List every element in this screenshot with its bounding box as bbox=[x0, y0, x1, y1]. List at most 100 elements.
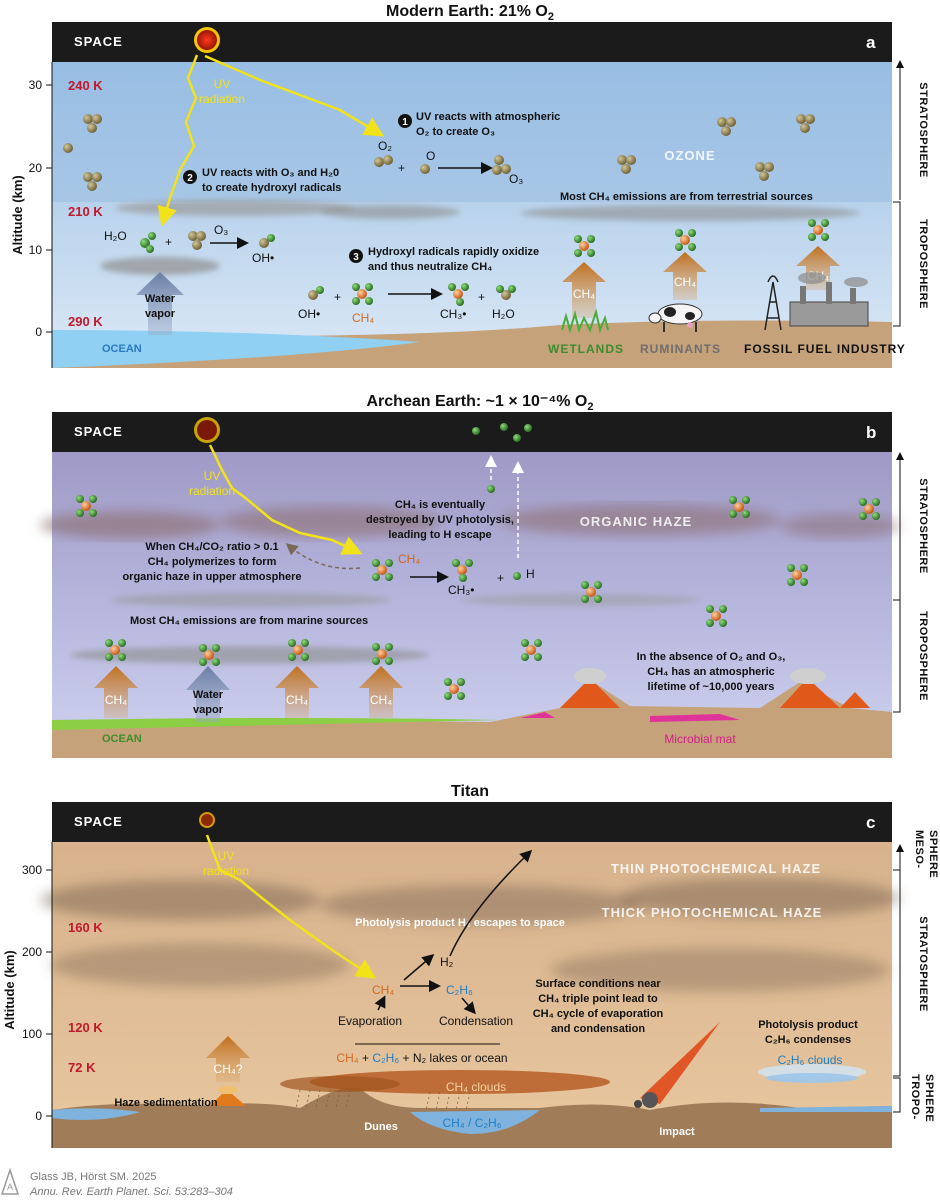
uv-ray bbox=[204, 54, 385, 137]
organic-haze-label: ORGANIC HAZE bbox=[580, 514, 692, 529]
temp-label: 160 K bbox=[68, 920, 103, 935]
svg-text:1: 1 bbox=[402, 117, 408, 128]
svg-text:3: 3 bbox=[353, 252, 359, 263]
thin-haze-label: THIN PHOTOCHEMICAL HAZE bbox=[611, 861, 821, 876]
panel-b-ocean-label: OCEAN bbox=[102, 733, 142, 745]
y-axis-title: Altitude (km) bbox=[10, 175, 25, 254]
panel-c-space-bar bbox=[52, 802, 892, 842]
annual-reviews-logo: A bbox=[0, 1167, 20, 1195]
uv-label: radiation bbox=[203, 864, 249, 878]
svg-text:2: 2 bbox=[187, 173, 193, 184]
tick-label: 20 bbox=[29, 161, 43, 175]
molecule-label: CH₄ bbox=[352, 311, 374, 325]
svg-text:STRATOSPHERE: STRATOSPHERE bbox=[917, 82, 929, 177]
panel-b: Archean Earth: ~1 × 10⁻⁴% O2 SPACE b ORG… bbox=[40, 393, 929, 758]
panel-b-ocean bbox=[52, 718, 500, 730]
water-vapor-label: Water bbox=[145, 293, 176, 305]
svg-text:to create hydroxyl radicals: to create hydroxyl radicals bbox=[202, 182, 341, 194]
h2o-molecule bbox=[140, 232, 156, 253]
evaporation-label: Evaporation bbox=[338, 1014, 402, 1028]
panel-a-ocean-label: OCEAN bbox=[102, 343, 142, 355]
cow-icon bbox=[648, 303, 703, 332]
lakes-label: CH₄ + C₂H₆ + N₂ lakes or ocean bbox=[336, 1051, 507, 1065]
impact-icon bbox=[634, 1022, 720, 1108]
oil-derrick-icon bbox=[764, 275, 782, 331]
svg-text:CH₄: CH₄ bbox=[370, 693, 392, 707]
panel-a: Modern Earth: 21% O2 SPACE a OCEAN 30 bbox=[10, 3, 929, 368]
panel-b-title: Archean Earth: ~1 × 10⁻⁴% O2 bbox=[366, 393, 593, 413]
molecule-label: H₂O bbox=[104, 229, 127, 243]
source-label: RUMINANTS bbox=[640, 342, 721, 356]
svg-text:STRATOSPHERE: STRATOSPHERE bbox=[917, 916, 929, 1011]
panel-a-ocean bbox=[52, 330, 420, 368]
temp-label: 72 K bbox=[68, 1060, 96, 1075]
svg-text:CH₄: CH₄ bbox=[105, 693, 127, 707]
h-atom bbox=[513, 572, 521, 580]
molecule-label: O₂ bbox=[378, 139, 392, 153]
ch4-molecule bbox=[352, 283, 373, 305]
ozone-label: OZONE bbox=[664, 148, 715, 163]
step-2: 2 UV reacts with O₃ and H₂0 to create hy… bbox=[183, 167, 341, 194]
destroy-note: CH₄ is eventually bbox=[395, 499, 486, 511]
c2h6-note: Photolysis product bbox=[758, 1019, 858, 1031]
panel-c-letter: c bbox=[866, 813, 875, 832]
uv-ray bbox=[208, 444, 363, 555]
dunes-label: Dunes bbox=[364, 1121, 398, 1133]
panel-b-ground bbox=[52, 680, 892, 758]
svg-text:Hydroxyl radicals rapidly oxid: Hydroxyl radicals rapidly oxidize bbox=[368, 246, 539, 258]
ch3-molecule bbox=[448, 283, 469, 306]
microbial-mat-label: Microbial mat bbox=[664, 732, 736, 746]
h2o-molecule bbox=[496, 285, 516, 300]
c2h6-note: C₂H₆ condenses bbox=[765, 1034, 851, 1046]
emissions-note: Most CH₄ emissions are from terrestrial … bbox=[560, 191, 813, 203]
condensation-arrow bbox=[461, 997, 476, 1015]
uv-label: radiation bbox=[189, 484, 235, 498]
panel-b-letter: b bbox=[866, 423, 876, 442]
panel-a-y-axis: 30 20 10 0 Altitude (km) bbox=[10, 62, 53, 368]
panel-a-space-bar bbox=[52, 22, 892, 62]
temp-label: 120 K bbox=[68, 1020, 103, 1035]
source-label: WETLANDS bbox=[548, 342, 624, 356]
o3-molecule bbox=[63, 114, 815, 191]
plus-sign: + bbox=[398, 161, 405, 175]
molecule-label: OH• bbox=[252, 251, 274, 265]
step-1: 1 UV reacts with atmospheric O₂ to creat… bbox=[398, 111, 560, 138]
c2h6-clouds-label: C₂H₆ clouds bbox=[778, 1053, 843, 1067]
oh-molecule bbox=[259, 234, 275, 248]
svg-text:O₂ to create O₃: O₂ to create O₃ bbox=[416, 126, 495, 138]
ch4-molecule bbox=[372, 559, 393, 581]
svg-text:STRATOSPHERE: STRATOSPHERE bbox=[917, 478, 929, 573]
ch4-question-label: CH₄? bbox=[214, 1062, 243, 1076]
water-vapor-label: vapor bbox=[193, 704, 224, 716]
svg-text:UV reacts with O₃ and H₂0: UV reacts with O₃ and H₂0 bbox=[202, 167, 339, 179]
ch4-emission-arrows: CH₄ CH₄ CH₄ bbox=[94, 666, 403, 718]
tick-label: 100 bbox=[22, 1027, 42, 1041]
tick-label: 200 bbox=[22, 945, 42, 959]
uv-label: UV bbox=[214, 77, 231, 91]
step-3: 3 Hydroxyl radicals rapidly oxidize and … bbox=[349, 246, 539, 273]
water-vapor-arrow bbox=[136, 272, 184, 335]
haze-note: organic haze in upper atmosphere bbox=[122, 571, 301, 583]
evaporation-arrow bbox=[374, 995, 386, 1011]
temp-label: 240 K bbox=[68, 78, 103, 93]
ch4-clouds bbox=[280, 1070, 610, 1111]
svg-text:TROPOSPHERE: TROPOSPHERE bbox=[917, 219, 929, 309]
panel-c-title: Titan bbox=[451, 783, 489, 800]
uv-label: radiation bbox=[199, 92, 245, 106]
water-vapor-label: vapor bbox=[145, 308, 176, 320]
c2h6-label: C₂H₆ bbox=[446, 983, 473, 997]
lifetime-note: CH₄ has an atmospheric bbox=[647, 666, 775, 678]
microbial-mat bbox=[520, 712, 740, 722]
tick-label: 10 bbox=[29, 243, 43, 257]
citation: A Glass JB, Hörst SM. 2025 Annu. Rev. Ea… bbox=[0, 1167, 233, 1198]
panel-b-layer-brackets: STRATOSPHERE TROPOSPHERE bbox=[893, 452, 929, 713]
panel-a-space-label: SPACE bbox=[74, 34, 123, 49]
panel-a-cloud-band bbox=[100, 200, 860, 275]
h-atoms-escaping bbox=[472, 423, 532, 442]
haze-sedimentation-volcano bbox=[210, 1086, 246, 1106]
molecule-label: CH₃• bbox=[448, 583, 474, 597]
uv-label: UV bbox=[204, 469, 221, 483]
organic-haze-band bbox=[40, 504, 900, 539]
lifetime-note: In the absence of O₂ and O₃, bbox=[637, 651, 786, 663]
